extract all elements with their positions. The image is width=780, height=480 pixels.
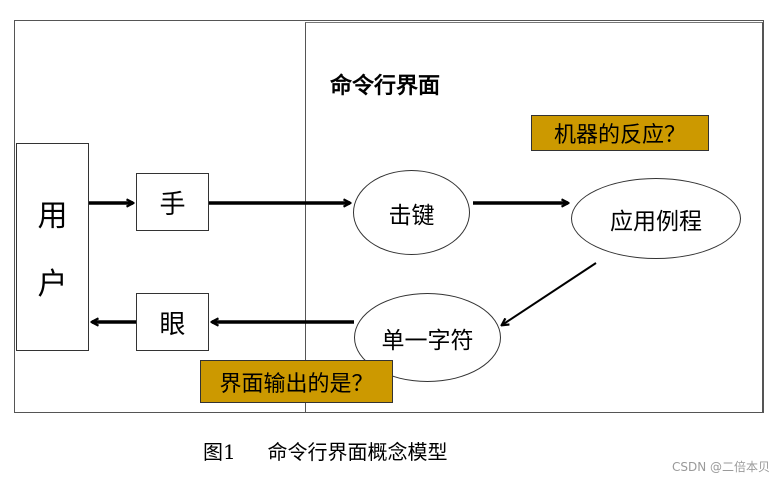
- app-routine-node: 应用例程: [571, 178, 741, 259]
- eye-box: 眼: [136, 293, 209, 351]
- interface-title: 命令行界面: [330, 73, 441, 99]
- app-routine-label: 应用例程: [610, 208, 702, 235]
- keystroke-label: 击键: [388, 202, 435, 229]
- callout-output: 界面输出的是？: [200, 360, 393, 403]
- callout-output-text: 界面输出的是？: [219, 371, 374, 397]
- user-box: 用 户: [16, 143, 89, 351]
- callout-machine-text: 机器的反应？: [553, 123, 686, 148]
- user-char-1: 用: [37, 199, 68, 234]
- single-char-label: 单一字符: [381, 327, 474, 354]
- figure-caption: 图1 命令行界面概念模型: [203, 436, 448, 465]
- hand-box: 手: [136, 173, 209, 231]
- caption-label: 图1: [203, 440, 236, 464]
- hand-label: 手: [159, 189, 186, 220]
- arrow-app-to-char: [502, 262, 597, 325]
- callout-machine-response: 机器的反应？: [531, 115, 709, 151]
- watermark: CSDN @二倍本贝: [671, 460, 770, 474]
- keystroke-node: 击键: [353, 170, 470, 255]
- caption-text: 命令行界面概念模型: [267, 440, 448, 464]
- interface-frame: [305, 22, 763, 413]
- user-char-2: 户: [37, 267, 68, 302]
- eye-label: 眼: [159, 309, 186, 340]
